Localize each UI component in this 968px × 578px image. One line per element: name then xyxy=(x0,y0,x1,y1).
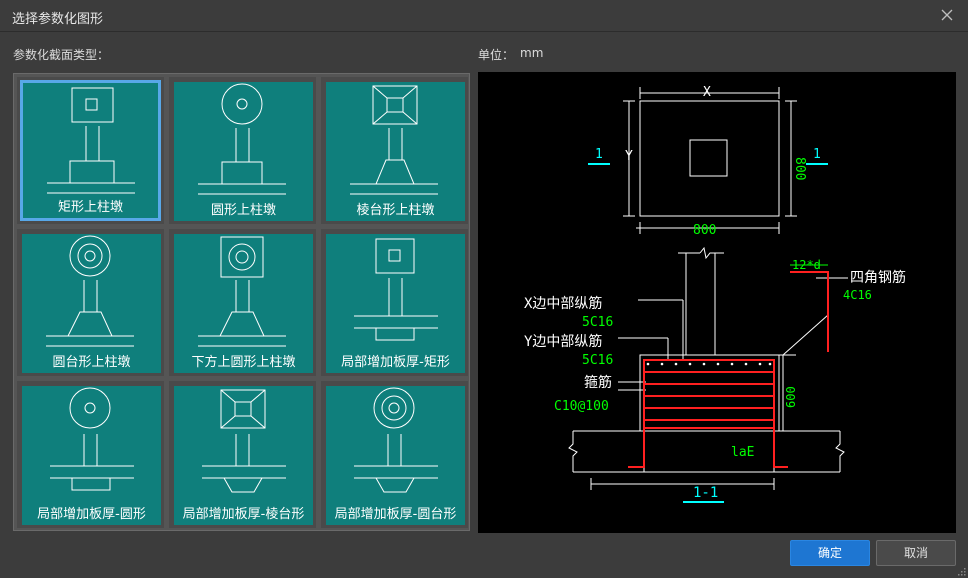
stirrup-value: C10@100 xyxy=(554,399,609,414)
type-label: 棱台形上柱墩 xyxy=(356,203,435,218)
section-type-grid: 矩形上柱墩 圆形上柱墩 棱台形上柱墩 xyxy=(13,73,470,531)
x-rebar-value: 5C16 xyxy=(582,315,613,330)
type-local-thicken-rect[interactable]: 局部增加板厚-矩形 xyxy=(321,229,468,376)
x-label: X xyxy=(703,85,711,100)
y-label: Y xyxy=(625,149,633,164)
corner-rebar-label: 四角钢筋 xyxy=(850,269,906,286)
x-rebar-label: X边中部纵筋 xyxy=(524,295,602,312)
tile: 下方上圆形上柱墩 xyxy=(174,234,313,373)
frustum-column-pier-thumbnail xyxy=(350,85,438,195)
stirrup-label: 箍筋 xyxy=(584,374,612,391)
dim-right: 800 xyxy=(792,157,807,180)
type-label: 局部增加板厚-矩形 xyxy=(341,355,450,370)
corner-rebar-value: 4C16 xyxy=(843,288,872,302)
resize-grip-icon[interactable] xyxy=(956,566,966,576)
window-title: 选择参数化图形 xyxy=(12,12,104,27)
type-label: 局部增加板厚-圆形 xyxy=(37,507,146,522)
tile: 矩形上柱墩 xyxy=(20,80,161,221)
type-label: 圆形上柱墩 xyxy=(210,203,276,218)
type-label: 矩形上柱墩 xyxy=(57,200,123,215)
type-rect-column-pier[interactable]: 矩形上柱墩 xyxy=(17,77,164,224)
anchor-label: 12*d xyxy=(792,258,821,272)
tile: 局部增加板厚-圆形 xyxy=(22,386,161,525)
cancel-button[interactable]: 取消 xyxy=(876,540,956,566)
type-square-base-round-column-pier[interactable]: 下方上圆形上柱墩 xyxy=(169,229,316,376)
rebar-dots xyxy=(646,362,772,366)
close-icon[interactable] xyxy=(938,6,956,24)
section-mark-left: 1 xyxy=(595,147,603,162)
tile: 棱台形上柱墩 xyxy=(326,82,465,221)
type-round-frustum-column-pier[interactable]: 圆台形上柱墩 xyxy=(17,229,164,376)
title-bar: 选择参数化图形 xyxy=(0,0,968,32)
section-title: 1-1 xyxy=(693,485,718,501)
dim-bottom: 800 xyxy=(693,223,716,238)
local-thicken-rect-thumbnail xyxy=(354,238,438,341)
type-frustum-column-pier[interactable]: 棱台形上柱墩 xyxy=(321,77,468,224)
tile: 圆形上柱墩 xyxy=(174,82,313,221)
tile: 圆台形上柱墩 xyxy=(22,234,161,373)
unit-label: 单位： xyxy=(478,48,515,62)
unit-value: mm xyxy=(520,46,544,60)
rect-column-pier-thumbnail xyxy=(47,87,135,194)
section-mark-right: 1 xyxy=(813,147,821,162)
preview-panel: X Y 800 800 1 1 xyxy=(478,72,956,533)
type-label: 局部增加板厚-圆台形 xyxy=(334,507,457,522)
tile: 局部增加板厚-棱台形 xyxy=(174,386,313,525)
local-thicken-frustum-thumbnail xyxy=(202,389,286,493)
circle-column-pier-thumbnail xyxy=(198,83,286,195)
tile: 局部增加板厚-圆台形 xyxy=(326,386,465,525)
type-label: 圆台形上柱墩 xyxy=(52,355,131,370)
type-local-thicken-frustum[interactable]: 局部增加板厚-棱台形 xyxy=(169,381,316,528)
square-base-round-column-pier-thumbnail xyxy=(198,236,286,347)
section-preview-drawing: X Y 800 800 1 1 xyxy=(524,85,906,503)
type-label: 下方上圆形上柱墩 xyxy=(191,355,296,370)
local-thicken-circle-thumbnail xyxy=(50,387,134,491)
ok-button[interactable]: 确定 xyxy=(790,540,870,566)
tile: 局部增加板厚-矩形 xyxy=(326,234,465,373)
local-thicken-round-frustum-thumbnail xyxy=(354,387,438,493)
y-rebar-value: 5C16 xyxy=(582,353,613,368)
section-type-label: 参数化截面类型： xyxy=(13,48,110,62)
type-circle-column-pier[interactable]: 圆形上柱墩 xyxy=(169,77,316,224)
lae-label: laE xyxy=(731,445,754,460)
type-label: 局部增加板厚-棱台形 xyxy=(182,507,305,522)
type-local-thicken-round-frustum[interactable]: 局部增加板厚-圆台形 xyxy=(321,381,468,528)
height-dim: 600 xyxy=(784,386,798,408)
y-rebar-label: Y边中部纵筋 xyxy=(524,333,602,350)
round-frustum-column-pier-thumbnail xyxy=(46,235,134,347)
type-local-thicken-circle[interactable]: 局部增加板厚-圆形 xyxy=(17,381,164,528)
